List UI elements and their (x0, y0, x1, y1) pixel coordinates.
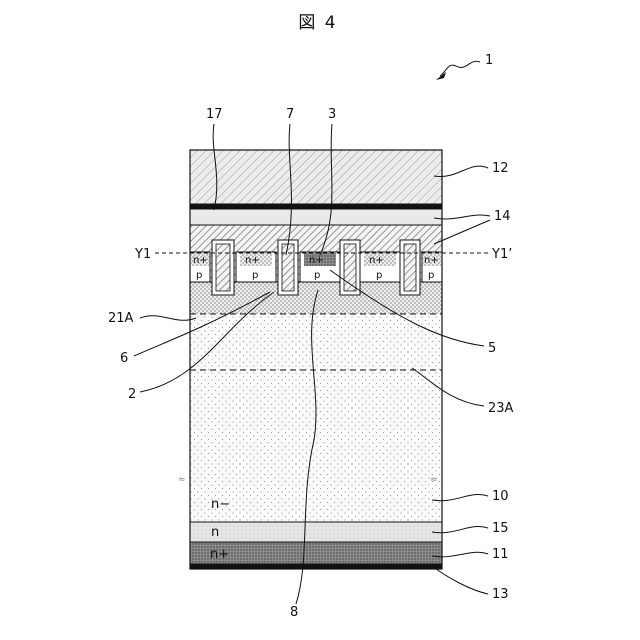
break-mark-left: ≈ (178, 475, 186, 485)
top-electrode-12 (190, 150, 442, 204)
label-3: 3 (328, 107, 336, 122)
label-2: 2 (128, 387, 136, 402)
mesa-3: n+ p (300, 252, 340, 282)
mesa-4: n+ p (360, 252, 400, 282)
device-number-arrowhead (436, 72, 446, 80)
region-label-nplus: n+ (210, 547, 229, 562)
svg-text:n+: n+ (193, 255, 208, 266)
svg-text:p: p (428, 270, 434, 281)
label-14: 14 (494, 209, 511, 224)
region-label-n: n (211, 525, 219, 540)
svg-text:n+: n+ (309, 255, 324, 266)
label-y1: Y1 (134, 247, 151, 262)
label-12: 12 (492, 161, 509, 176)
label-21a: 21A (108, 311, 134, 326)
figure-title: 図 4 (298, 13, 337, 33)
leader-13 (432, 566, 488, 594)
label-5: 5 (488, 341, 496, 356)
svg-text:p: p (252, 270, 258, 281)
svg-text:n+: n+ (369, 255, 384, 266)
device-number-leader (440, 61, 480, 76)
trench-gate-2 (278, 240, 298, 295)
svg-text:p: p (314, 270, 320, 281)
label-6: 6 (120, 351, 128, 366)
leader-21a (140, 316, 196, 321)
back-electrode-13 (190, 564, 442, 569)
label-10: 10 (492, 489, 509, 504)
svg-text:n+: n+ (245, 255, 260, 266)
electrode-dark-line (190, 204, 442, 209)
label-8: 8 (290, 605, 298, 620)
trench-gate-4 (400, 240, 420, 295)
svg-text:n+: n+ (424, 255, 439, 266)
label-13: 13 (492, 587, 509, 602)
svg-text:p: p (196, 270, 202, 281)
interlayer-film-14-upper (190, 209, 442, 225)
label-11: 11 (492, 547, 509, 562)
trench-gate-1 (212, 240, 234, 295)
trench-gate-3 (340, 240, 360, 295)
label-7: 7 (286, 107, 294, 122)
label-15: 15 (492, 521, 509, 536)
label-23a: 23A (488, 401, 514, 416)
svg-text:p: p (376, 270, 382, 281)
break-mark-right: ≈ (430, 475, 438, 485)
buffer-layer-15 (190, 522, 442, 542)
region-label-nminus: n− (211, 497, 230, 512)
label-17: 17 (206, 107, 223, 122)
mesa-1: n+ p (190, 252, 210, 282)
device-number-label: 1 (485, 53, 493, 68)
label-y1-prime: Y1’ (491, 247, 512, 262)
mesa-2: n+ p (236, 252, 276, 282)
mesa-5: n+ p (422, 252, 442, 282)
